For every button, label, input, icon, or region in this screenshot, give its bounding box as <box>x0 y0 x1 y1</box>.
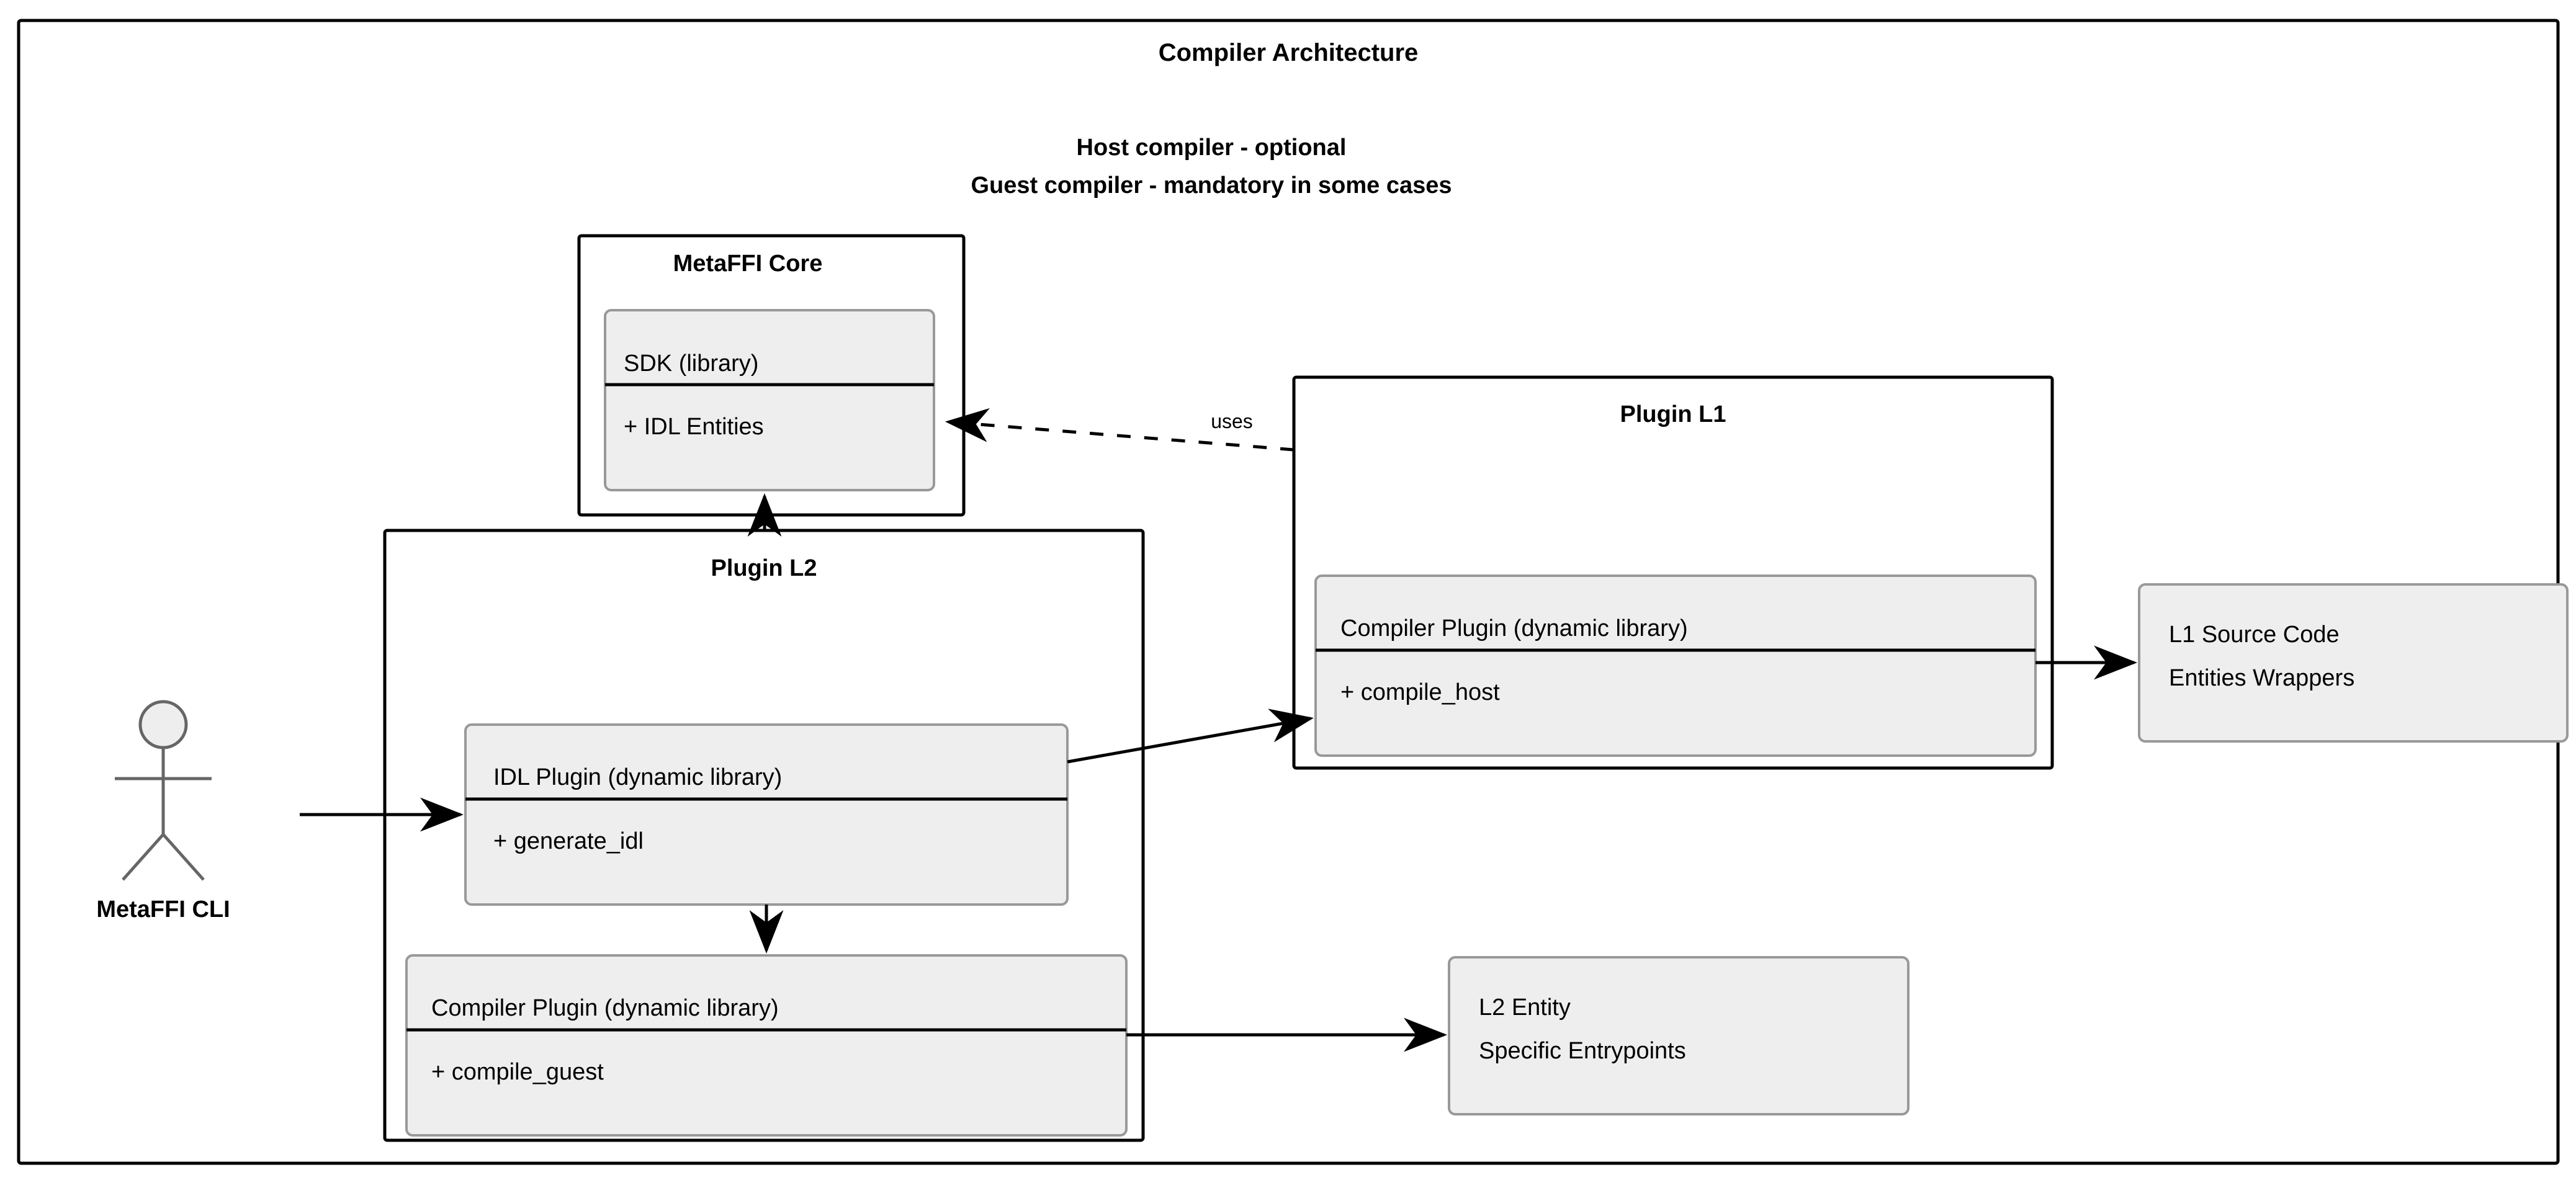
artifact-l1-output-line-2: Entities Wrappers <box>2169 665 2354 691</box>
diagram-subtitle-line-1: Host compiler - optional <box>1077 135 1347 161</box>
actor-label: MetaFFI CLI <box>96 896 230 923</box>
class-compiler-plugin-guest[interactable] <box>405 954 1128 1137</box>
container-plugin-l2-title: Plugin L2 <box>711 555 817 581</box>
artifact-l2-output-line-2: Specific Entrypoints <box>1479 1038 1686 1064</box>
artifact-l1-output-line-1: L1 Source Code <box>2169 622 2340 648</box>
edge-uses-dependency <box>945 408 1295 452</box>
class-compiler-plugin-guest-member-0: + compile_guest <box>431 1059 604 1085</box>
actor-metaffi-cli[interactable]: MetaFFI CLI <box>96 700 230 923</box>
actor-head-icon <box>138 700 188 749</box>
class-idl-plugin-member-0: + generate_idl <box>493 828 644 854</box>
container-plugin-l1-title: Plugin L1 <box>1620 401 1726 427</box>
artifact-l2-output[interactable] <box>1448 956 1910 1115</box>
class-compiler-plugin-host-member-0: + compile_host <box>1340 679 1500 705</box>
edge-uses-label: uses <box>1211 410 1253 432</box>
class-idl-plugin[interactable] <box>464 723 1069 906</box>
edge-idl-plugin-to-compiler-host <box>1067 708 1314 764</box>
diagram-title: Compiler Architecture <box>1159 39 1419 66</box>
class-compiler-plugin-host-name: Compiler Plugin (dynamic library) <box>1340 615 1688 641</box>
class-compiler-plugin-host[interactable] <box>1314 574 2037 757</box>
artifact-l1-output[interactable] <box>2138 583 2569 743</box>
class-sdk-library-member-0: + IDL Entities <box>624 414 764 440</box>
actor-leg-left-icon <box>122 833 164 881</box>
class-sdk-library[interactable] <box>604 309 935 491</box>
diagram-subtitle-line-2: Guest compiler - mandatory in some cases <box>971 172 1452 199</box>
class-sdk-library-name: SDK (library) <box>624 351 758 377</box>
container-metaffi-core-title: MetaFFI Core <box>673 251 823 277</box>
actor-leg-right-icon <box>162 833 205 881</box>
class-compiler-plugin-guest-name: Compiler Plugin (dynamic library) <box>431 995 779 1021</box>
class-idl-plugin-name: IDL Plugin (dynamic library) <box>493 764 782 790</box>
artifact-l2-output-line-1: L2 Entity <box>1479 995 1571 1021</box>
